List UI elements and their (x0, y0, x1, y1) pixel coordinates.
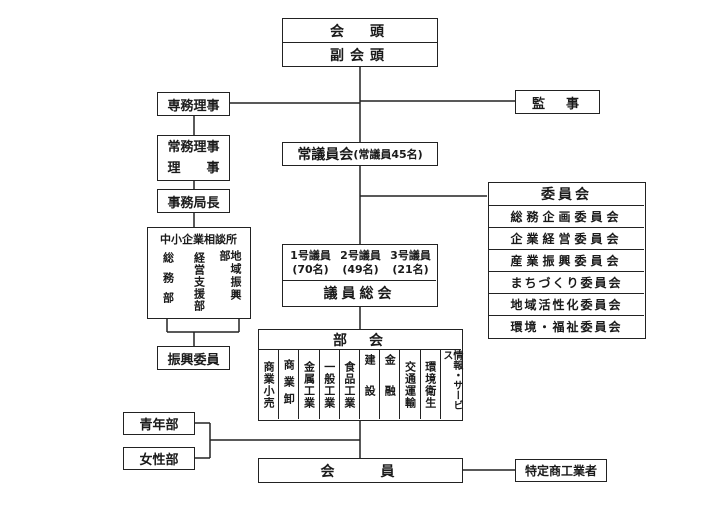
kansa-box: 監 事 (515, 90, 600, 114)
jogiin-kai-count: (常議員45名) (353, 148, 423, 161)
kaiin-box: 会 員 (258, 458, 463, 483)
jogiin-kai-label: 常議員会 (297, 147, 354, 163)
bukai-title: 部 会 (259, 330, 461, 350)
bukai-col-shokuhin-label: 食品工業 (342, 360, 356, 409)
bukai-col-kankyo-eisei-label: 環境衛生 (423, 360, 437, 409)
senmu-riji-label: 専務理事 (167, 98, 220, 114)
kaito-box: 会 頭 (282, 18, 438, 43)
seinenbu-label: 青年部 (139, 418, 179, 433)
iinkai-item-somu-kikaku: 総務企画委員会 (489, 206, 644, 228)
giin-group-3-count: (21名) (392, 262, 429, 276)
jomu-riji-label: 常務理事 (167, 140, 220, 155)
jimukyokucho-box: 事務局長 (157, 189, 230, 213)
consult-office-title: 中小企業相談所 (160, 233, 237, 246)
shinko-iin-box: 振興委員 (157, 346, 230, 370)
jimukyokucho-label: 事務局長 (167, 195, 220, 211)
bukai-col-kankyo-eisei: 環境衛生 (421, 350, 441, 419)
giin-group-2: 2号議員 (49名) (336, 247, 385, 278)
bukai-col-ippan-label: 一般工業 (322, 360, 336, 409)
bukai-col-shogyo-kouri: 商業小売 (259, 350, 280, 419)
senmu-riji-box: 専務理事 (157, 92, 230, 116)
iinkai-item-chiiki-kasseika: 地域活性化委員会 (489, 294, 644, 316)
consult-col-chiiki-label: 地域振興部 (218, 250, 242, 302)
giin-group-3: 3号議員 (21名) (386, 247, 435, 278)
consult-office-box: 中小企業相談所 総務部 経営支援部 地域振興部 (147, 227, 251, 319)
consult-col-chiiki: 地域振興部 (215, 250, 245, 314)
consult-col-keiei-label: 経営支援部 (192, 252, 206, 312)
giin-group-3-label: 3号議員 (390, 248, 431, 262)
consult-col-somu-label: 総務部 (161, 252, 175, 312)
jomu-riji-box: 常務理事 理 事 (157, 135, 230, 181)
giin-group-1-label: 1号議員 (290, 248, 331, 262)
iinkai-box: 委員会 総務企画委員会 企業経営委員会 産業振興委員会 まちづくり委員会 地域活… (488, 182, 646, 339)
kansa-label: 監 事 (531, 96, 583, 112)
consult-col-somu: 総務部 (153, 250, 183, 314)
bukai-col-kinyu: 金融 (380, 350, 401, 419)
bukai-col-ippan: 一般工業 (320, 350, 340, 419)
fuku-kaito-label: 副会頭 (330, 47, 390, 64)
iinkai-item-sangyo-shinko: 産業振興委員会 (489, 250, 644, 272)
bukai-col-kinzoku: 金属工業 (299, 350, 320, 419)
bukai-col-shogyo-kouri-label: 商業小売 (262, 360, 276, 409)
iinkai-item-machizukuri: まちづくり委員会 (489, 272, 644, 294)
tokutei-label: 特定商工業者 (524, 464, 597, 478)
bukai-col-shogyo-oroshi: 商業卸 (279, 350, 300, 419)
iinkai-title: 委員会 (489, 183, 644, 206)
bukai-col-shogyo-oroshi-label: 商業卸 (282, 359, 296, 410)
bukai-col-kinyu-label: 金融 (383, 353, 397, 416)
tokutei-box: 特定商工業者 (515, 459, 607, 482)
riji-label: 理 事 (167, 161, 220, 176)
giin-group-1-count: (70名) (292, 262, 329, 276)
giin-group-2-count: (49名) (342, 262, 379, 276)
consult-col-keiei: 経営支援部 (184, 250, 214, 314)
giin-sokai-label: 議員総会 (283, 280, 436, 305)
bukai-col-joho-service-label: 情報・サービス (440, 350, 462, 410)
kaito-label: 会 頭 (330, 23, 390, 40)
joseibu-label: 女性部 (139, 453, 179, 468)
bukai-col-kinzoku-label: 金属工業 (302, 360, 316, 409)
bukai-box: 部 会 商業小売 商業卸 金属工業 一般工業 食品工業 建設 金融 交通運輸 環… (258, 329, 463, 421)
iinkai-item-kankyo-fukushi: 環境・福祉委員会 (510, 320, 623, 334)
fuku-kaito-box: 副会頭 (282, 42, 438, 67)
bukai-col-kotsu-unyu-label: 交通運輸 (403, 360, 417, 409)
seinenbu-box: 青年部 (123, 412, 195, 435)
bukai-col-shokuhin: 食品工業 (340, 350, 360, 419)
bukai-col-kensetsu: 建設 (360, 350, 381, 419)
giin-sokai-box: 1号議員 (70名) 2号議員 (49名) 3号議員 (21名) 議員総会 (282, 244, 438, 307)
bukai-col-kensetsu-label: 建設 (363, 353, 377, 416)
iinkai-item-kigyo-keiei: 企業経営委員会 (489, 228, 644, 250)
joseibu-box: 女性部 (123, 447, 195, 470)
kaiin-label: 会 員 (320, 463, 401, 480)
jogiin-kai-box: 常議員会 (常議員45名) (282, 142, 438, 166)
giin-group-1: 1号議員 (70名) (286, 247, 335, 278)
bukai-col-joho-service: 情報・サービス (440, 350, 462, 419)
giin-group-2-label: 2号議員 (340, 248, 381, 262)
shinko-iin-label: 振興委員 (167, 352, 220, 368)
bukai-col-kotsu-unyu: 交通運輸 (400, 350, 421, 419)
